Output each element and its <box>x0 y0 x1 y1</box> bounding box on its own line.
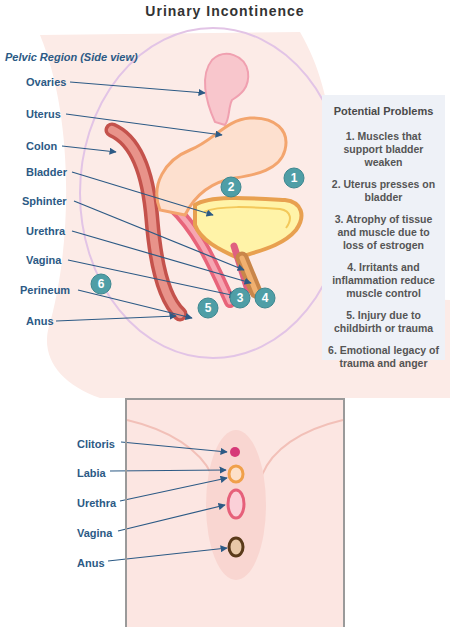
part-label: Clitoris <box>77 437 115 451</box>
colon-inner <box>112 130 180 314</box>
callout-text: 3 <box>229 287 251 309</box>
body-silhouette <box>40 32 450 398</box>
leader-lines <box>56 82 251 321</box>
callout-number: 6 <box>90 273 112 295</box>
part-label: Vagina <box>26 253 61 267</box>
problem-item: 6. Emotional legacy of trauma and anger <box>328 344 440 370</box>
leader-line <box>62 146 116 152</box>
callout-number: 2 <box>220 176 242 198</box>
problem-item: 1. Muscles that support bladder weaken <box>328 130 440 169</box>
callout-number: 5 <box>197 297 219 319</box>
bladder-shape <box>195 198 301 258</box>
callout-circle-shape <box>255 288 275 308</box>
callout-circle-shape <box>284 168 304 188</box>
leader-line <box>120 478 227 501</box>
part-label: Sphinter <box>22 194 67 208</box>
problems-panel: Potential Problems 1. Muscles that suppor… <box>322 95 445 360</box>
problem-item: 2. Uterus presses on bladder <box>328 178 440 204</box>
callout-text: 2 <box>220 176 242 198</box>
leader-line <box>110 470 226 471</box>
region-label: Pelvic Region (Side view) <box>5 50 138 64</box>
uterus-shape <box>157 118 286 215</box>
callout-circle-shape <box>91 274 111 294</box>
leader-line <box>56 316 176 321</box>
panel-heading: Potential Problems <box>334 105 434 117</box>
vagina-opening <box>228 490 244 518</box>
urethra-opening <box>229 466 243 482</box>
leader-line <box>68 260 236 296</box>
diagram-title: Urinary Incontinence <box>0 3 450 19</box>
leader-line <box>70 82 205 93</box>
callout-text: 1 <box>283 167 305 189</box>
callout-number: 4 <box>254 287 276 309</box>
part-label: Perineum <box>20 283 70 297</box>
part-label: Urethra <box>26 224 65 238</box>
callout-text: 4 <box>254 287 276 309</box>
clitoris-shape <box>230 447 240 457</box>
pelvic-region-outline <box>80 28 346 358</box>
callout-circle-shape <box>198 298 218 318</box>
colon-outer <box>112 130 180 314</box>
part-label: Anus <box>26 314 54 328</box>
callout-text: 5 <box>197 297 219 319</box>
vulva-shape <box>206 430 266 580</box>
leader-line <box>66 114 222 135</box>
problem-item: 4. Irritants and inflammation reduce mus… <box>328 261 440 300</box>
callout-text: 6 <box>90 273 112 295</box>
leader-line <box>78 290 192 318</box>
urethra-inner <box>242 258 256 292</box>
part-label: Ovaries <box>26 75 66 89</box>
problem-item: 5. Injury due to childbirth or trauma <box>328 309 440 335</box>
leader-line <box>118 505 225 531</box>
part-label: Anus <box>77 556 105 570</box>
inset-background <box>125 398 345 627</box>
urethra-outer <box>242 258 256 292</box>
part-label: Urethra <box>77 496 116 510</box>
inset-box: ClitorisLabiaUrethraVaginaAnus <box>125 398 345 627</box>
callout-number: 1 <box>283 167 305 189</box>
part-label: Bladder <box>26 165 67 179</box>
problem-item: 3. Atrophy of tissue and muscle due to l… <box>328 213 440 252</box>
ovaries-shape <box>205 54 248 125</box>
part-label: Labia <box>77 466 106 480</box>
leader-line <box>121 442 227 452</box>
anus-shape <box>229 538 243 556</box>
bladder-lining <box>204 207 290 228</box>
callout-number: 3 <box>229 287 251 309</box>
part-label: Vagina <box>77 526 112 540</box>
part-label: Uterus <box>26 107 61 121</box>
leader-line <box>74 201 244 270</box>
part-label: Colon <box>26 139 57 153</box>
callout-circle-shape <box>221 177 241 197</box>
callout-circle-shape <box>230 288 250 308</box>
